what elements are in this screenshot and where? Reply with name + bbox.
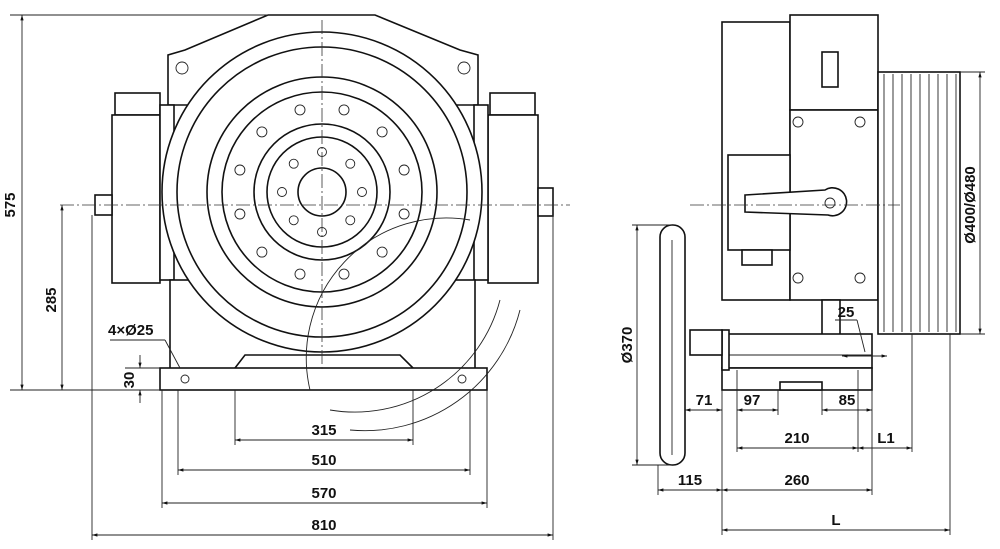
dim-l: L	[831, 512, 840, 529]
dim-97: 97	[744, 392, 761, 409]
release-lever	[744, 187, 848, 217]
brake-right-top	[489, 92, 536, 116]
bolt-circle-outer	[234, 104, 410, 280]
bolt-hole	[288, 158, 299, 169]
bolt-hole	[294, 268, 306, 280]
dim-285: 285	[43, 287, 60, 312]
dim-71: 71	[696, 392, 713, 409]
dim-810: 810	[311, 517, 336, 534]
bolt-hole	[277, 187, 287, 197]
bolt-hole	[294, 104, 306, 116]
dim-sheave-diameter: Ø400/Ø480	[962, 166, 979, 244]
bolt-hole	[376, 246, 388, 258]
dim-510: 510	[311, 452, 336, 469]
dim-4xd25: 4×Ø25	[108, 322, 153, 339]
bolt-hole	[256, 246, 268, 258]
shaft	[297, 167, 347, 217]
bolt-hole	[234, 164, 246, 176]
brake-bolt-right	[537, 187, 554, 217]
traction-sheave	[877, 71, 961, 335]
dim-575: 575	[2, 192, 19, 217]
brake-left	[111, 114, 161, 284]
bolt-hole	[398, 208, 410, 220]
dim-260: 260	[784, 472, 809, 489]
handwheel	[659, 224, 686, 466]
brake-right	[487, 114, 539, 284]
bolt-hole	[376, 126, 388, 138]
ear-hole	[457, 61, 471, 75]
bolt-hole	[338, 268, 350, 280]
dim-30: 30	[121, 372, 138, 389]
dim-l1: L1	[877, 430, 895, 447]
brake-left-top	[114, 92, 161, 116]
dim-570: 570	[311, 485, 336, 502]
bolt-hole	[256, 126, 268, 138]
bolt-hole	[398, 164, 410, 176]
dim-210: 210	[784, 430, 809, 447]
bolt-hole	[234, 208, 246, 220]
bolt-hole	[357, 187, 367, 197]
dim-85: 85	[839, 392, 856, 409]
bolt-hole	[345, 158, 356, 169]
bolt-hole	[288, 215, 299, 226]
bolt-hole	[338, 104, 350, 116]
dim-handwheel-diameter: Ø370	[619, 327, 636, 364]
dim-315: 315	[311, 422, 336, 439]
base-plate	[159, 367, 488, 391]
dim-115: 115	[678, 472, 702, 489]
handwheel-hub	[689, 329, 723, 356]
shaft-housing	[721, 333, 873, 369]
dim-25: 25	[838, 304, 855, 321]
side-view: Ø400/Ø480 Ø370 71 97 85 25 210 L1 115 26…	[619, 14, 985, 535]
bolt-hole	[345, 215, 356, 226]
sheave-grooves	[883, 74, 957, 332]
front-view: 575 285 30 4×Ø25 315 510 570 810	[2, 14, 570, 540]
ear-hole	[175, 61, 189, 75]
